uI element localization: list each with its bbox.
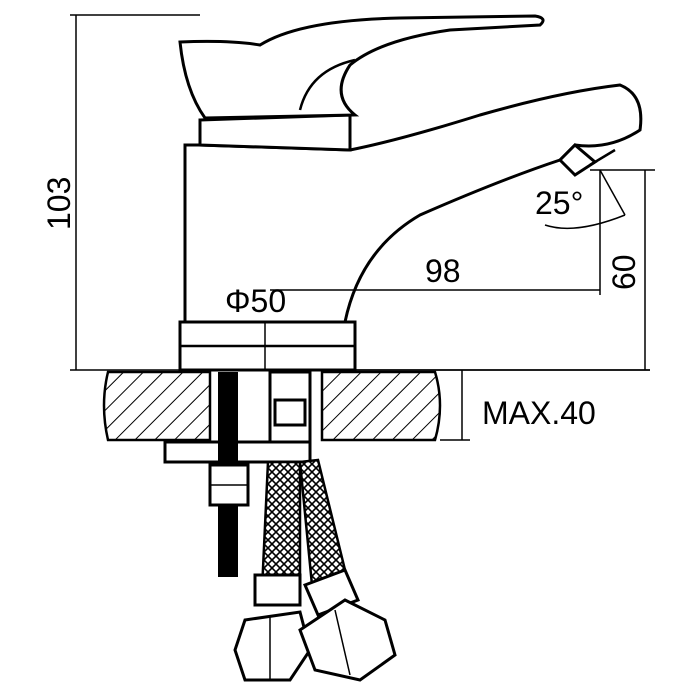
label-diameter-50: Φ50 <box>225 283 286 319</box>
faucet-spout <box>183 83 643 324</box>
label-max-40: MAX.40 <box>482 395 596 431</box>
braided-hoses <box>260 458 347 592</box>
hose-nut-left <box>233 573 312 682</box>
label-angle-25: 25° <box>535 185 583 221</box>
lever-handle <box>178 14 545 120</box>
dimension-lines <box>70 14 655 441</box>
countertop <box>102 370 442 442</box>
label-height-103: 103 <box>41 177 77 230</box>
label-reach-98: 98 <box>425 253 461 289</box>
label-spout-height-60: 60 <box>606 254 642 290</box>
handle-collar <box>198 113 352 152</box>
hose-nut-right <box>298 568 397 682</box>
